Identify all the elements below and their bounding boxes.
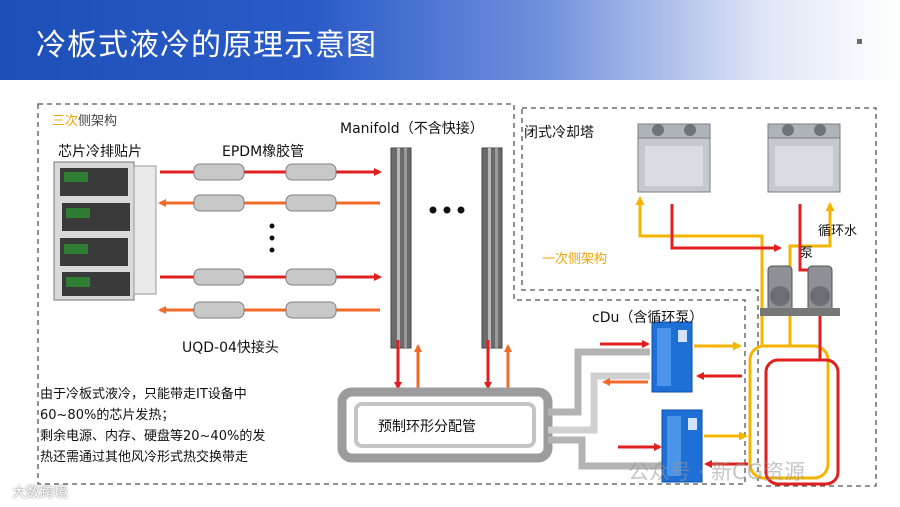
ring-pipe-inner [354, 402, 536, 448]
description-line: 由于冷板式液冷，只能带走IT设备中 [40, 387, 247, 402]
cdu-label: cDu（含循环泵） [592, 310, 704, 326]
pump-2 [800, 265, 840, 316]
cdu-unit-2 [661, 409, 703, 483]
epdm-hose-label: EPDM橡胶管 [222, 144, 305, 160]
watermark-right: 公众号 · 新CG资源 [628, 460, 805, 484]
circulating-water-label: 循环水 [818, 224, 858, 239]
cooling-tower-label: 闭式冷却塔 [524, 125, 594, 141]
pump-label: 泵 [800, 246, 814, 261]
hose-ellipsis [269, 223, 275, 253]
cooling-tower-2 [767, 123, 841, 193]
tertiary-label: 三次侧架构 [52, 114, 118, 129]
manifold-left [390, 147, 412, 349]
description-line: 热还需通过其他风冷形式热交换带走 [40, 450, 249, 465]
manifold-right [481, 147, 503, 349]
primary-loop-red [764, 358, 840, 486]
tertiary-boundary [37, 103, 746, 485]
header-bar [0, 0, 900, 80]
cdu-unit-1 [651, 321, 693, 393]
ring-manifold-label: 预制环形分配管 [378, 419, 476, 435]
primary-label: 一次侧架构 [542, 252, 608, 267]
header-dot: ▪ [856, 36, 863, 47]
watermark-left: 大数跨境 [12, 485, 68, 501]
server-stack [53, 161, 157, 301]
manifold-ellipsis [429, 206, 465, 214]
primary-boundary [521, 107, 877, 487]
chip-plate-label: 芯片冷排贴片 [58, 144, 142, 160]
quick-connectors [193, 163, 337, 319]
page-title: 冷板式液冷的原理示意图 [36, 28, 377, 63]
manifold-label: Manifold（不含快接） [340, 121, 484, 137]
ring-pipe-outer [337, 387, 553, 463]
uqd-label: UQD-04快接头 [182, 340, 279, 356]
description-line: 60~80%的芯片发热； [40, 408, 175, 423]
description-line: 剩余电源、内存、硬盘等20~40%的发 [40, 429, 266, 444]
cooling-tower-1 [637, 123, 711, 193]
pump-1 [760, 265, 800, 316]
description-block: 由于冷板式液冷，只能带走IT设备中 60~80%的芯片发热； 剩余电源、内存、硬… [40, 384, 265, 468]
